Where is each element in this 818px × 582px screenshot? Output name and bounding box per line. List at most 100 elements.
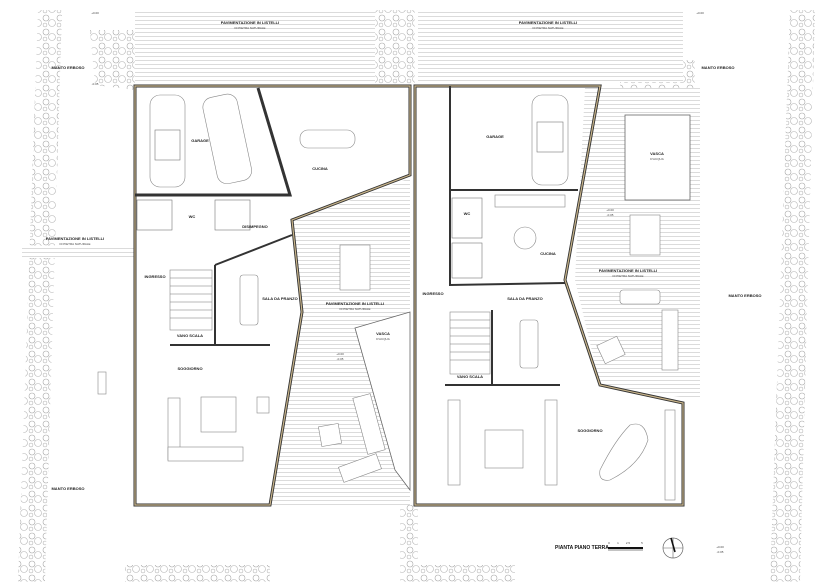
hedge-bottom-mid [415, 565, 515, 582]
left-wc [136, 199, 173, 231]
right-wc2 [451, 242, 483, 279]
curved-sofa-icon [599, 423, 649, 481]
sunbed-icon [661, 309, 679, 371]
room-label-living: SOGGIORNO [577, 428, 602, 433]
level-marker: -0.05 [717, 550, 724, 554]
bench-icon [664, 409, 676, 501]
left-garage-wall [135, 87, 293, 197]
paving-sub-label: DI PIETRA NATURALE [612, 274, 643, 278]
paving-entrance-path [22, 246, 134, 258]
coffee-table-icon [200, 396, 237, 433]
paving-label: PAVIMENTAZIONE IN LISTELLI [519, 20, 577, 25]
paving-label: PAVIMENTAZIONE IN LISTELLI [326, 301, 384, 306]
left-wc2 [214, 199, 251, 231]
room-label-garage: GARAGE [486, 134, 504, 139]
dining-table-icon [519, 319, 539, 369]
armchair-icon [318, 423, 342, 447]
sunbed-icon [619, 289, 661, 305]
sunbed-icon [338, 453, 382, 483]
room-label-entrance: INGRESSO [144, 274, 165, 279]
car-icon [149, 94, 186, 188]
pool-label: VASCA [376, 331, 390, 336]
outdoor-table-icon [339, 244, 371, 291]
sofa-icon [544, 399, 558, 486]
scale-tick: 0 [608, 541, 610, 545]
lawn-label: MANTO ERBOSO [728, 293, 761, 298]
coffee-table-icon [484, 429, 524, 469]
level-marker: +0.00 [606, 208, 614, 212]
level-marker: -0.05 [607, 213, 614, 217]
armchair-icon [596, 335, 626, 365]
paving-label: PAVIMENTAZIONE IN LISTELLI [46, 236, 104, 241]
hedge-left-top [90, 30, 135, 90]
sofa-icon [447, 399, 461, 486]
tree-strip-right [770, 10, 815, 582]
hedge-center [375, 10, 415, 85]
level-marker: +0.00 [716, 545, 724, 549]
left-stair-treads [170, 277, 212, 319]
scale-tick: 5 [641, 541, 643, 545]
sunbed-icon [352, 393, 386, 455]
level-marker: +0.00 [336, 352, 344, 356]
left-stairs [169, 269, 213, 331]
right-stair-treads [450, 319, 490, 361]
paving-sub-label: DI PIETRA NATURALE [532, 26, 563, 30]
kitchen-counter-icon [494, 194, 566, 208]
car-icon [202, 93, 252, 185]
round-table-icon [513, 226, 537, 250]
level-marker: -0.05 [92, 82, 99, 86]
room-label-wc: WC [464, 211, 471, 216]
pool-left [354, 311, 411, 492]
lawn-label: MANTO ERBOSO [51, 65, 84, 70]
drawing-title: PIANTA PIANO TERRA [555, 545, 609, 551]
paving-label: PAVIMENTAZIONE IN LISTELLI [221, 20, 279, 25]
room-label-hall: DISIMPEGNO [242, 224, 268, 229]
room-label-kitchen: CUCINA [540, 251, 556, 256]
sofa-icon [167, 446, 244, 462]
room-label-kitchen: CUCINA [312, 166, 328, 171]
left-unit-wall-fill [134, 85, 411, 506]
dining-table-icon [299, 129, 356, 149]
paving-sub-label: DI PIETRA NATURALE [234, 26, 265, 30]
pool-sub-label: D'ACQUA [376, 337, 389, 341]
level-marker: -0.05 [337, 357, 344, 361]
level-marker: +0.00 [696, 11, 704, 15]
paving-top-left [135, 10, 375, 82]
right-wc [451, 197, 483, 239]
left-partition [214, 234, 293, 266]
scale-bar: 0 1 2.5 5 [608, 541, 643, 551]
bench-icon [97, 371, 107, 395]
north-arrow-icon [662, 537, 684, 559]
scale-tick: 1 [617, 541, 619, 545]
dining-table-icon [239, 274, 259, 326]
pool-sub-label: D'ACQUA [650, 157, 663, 161]
room-label-entrance: INGRESSO [422, 291, 443, 296]
right-stairs [449, 311, 491, 375]
room-label-living: SOGGIORNO [177, 366, 202, 371]
pool-label: VASCA [650, 151, 664, 156]
right-unit-wall-fill [414, 85, 684, 506]
tree-strip-left [18, 10, 62, 582]
hedge-bottom-left [125, 565, 270, 582]
room-label-garage: GARAGE [191, 138, 209, 143]
paving-top-right [418, 10, 683, 82]
room-label-dining: SALA DA PRANZO [507, 296, 542, 301]
room-label-stairs: VANO SCALA [457, 374, 483, 379]
lawn-label: MANTO ERBOSO [701, 65, 734, 70]
scale-tick: 2.5 [626, 541, 631, 545]
room-label-wc: WC [189, 214, 196, 219]
lawn-label: MANTO ERBOSO [51, 486, 84, 491]
level-marker: +0.00 [91, 11, 99, 15]
car-icon [531, 94, 569, 186]
pool-right [624, 114, 691, 201]
paving-sub-label: DI PIETRA NATURALE [59, 242, 90, 246]
room-label-dining: SALA DA PRANZO [262, 296, 297, 301]
paving-sub-label: DI PIETRA NATURALE [339, 307, 370, 311]
outdoor-table-icon [629, 214, 661, 256]
paving-label: PAVIMENTAZIONE IN LISTELLI [599, 268, 657, 273]
room-label-stairs: VANO SCALA [177, 333, 203, 338]
right-kitchen-wall [449, 190, 566, 287]
hedge-lower-center [400, 505, 418, 582]
armchair-icon [256, 396, 270, 414]
